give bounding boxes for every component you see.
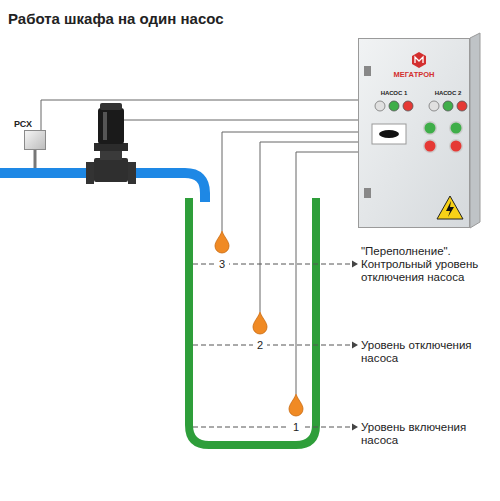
cabinet-box: МЕГАТРОН [358, 38, 470, 228]
brand-name: МЕГАТРОН [359, 70, 469, 79]
signal-wires [124, 120, 358, 394]
level-label: Уровень отключения насоса [361, 339, 495, 365]
pump-symbol [86, 103, 136, 184]
lamp-caption: НАСОС 2 [430, 89, 466, 97]
callout-number: 3 [215, 258, 229, 271]
level-lines [193, 261, 358, 431]
level-label: "Переполнение". Контрольный уровень откл… [361, 245, 495, 284]
tank-outline [189, 198, 316, 445]
control-cabinet [358, 33, 480, 228]
device-name: РСХ [14, 119, 32, 129]
pressure-switch-box: РСХ [24, 130, 46, 150]
float-switches [215, 231, 303, 416]
diagram-title: Работа шкафа на один насос [8, 10, 224, 27]
level-label: Уровень включения насоса [361, 421, 495, 447]
callout-number: 1 [289, 421, 303, 434]
callout-number: 2 [253, 339, 267, 352]
switch-stem [34, 150, 37, 168]
signal-wire [41, 100, 358, 130]
lamp-caption: НАСОС 1 [376, 89, 412, 97]
